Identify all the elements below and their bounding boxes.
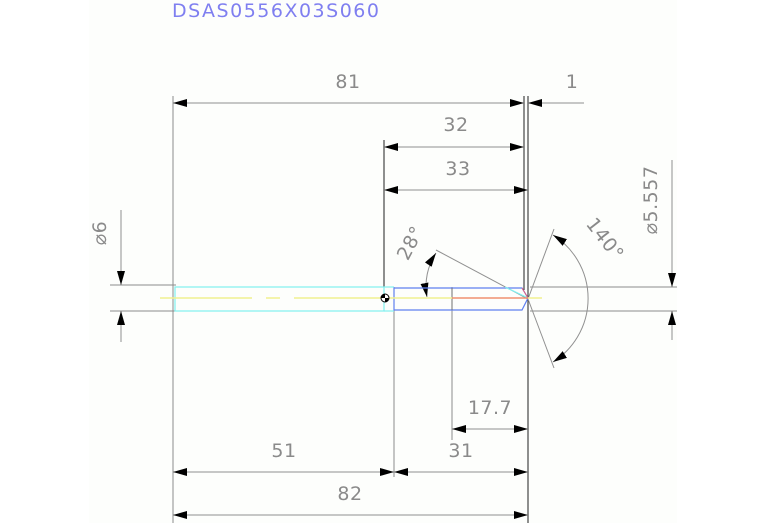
part-number-title: DSAS0556X03S060 bbox=[172, 0, 380, 22]
dimension-body-32: 32 bbox=[384, 114, 524, 151]
svg-text:⌀6: ⌀6 bbox=[89, 221, 111, 246]
dimension-shank-diameter: ⌀6 bbox=[89, 210, 125, 342]
svg-text:17.7: 17.7 bbox=[468, 397, 512, 419]
svg-text:81: 81 bbox=[335, 71, 360, 93]
dimension-body-31: 31 bbox=[394, 440, 528, 476]
dimension-flute-17-7: 17.7 bbox=[452, 397, 528, 433]
body-outline bbox=[393, 287, 529, 311]
gauge-point-icon bbox=[380, 293, 390, 303]
svg-text:51: 51 bbox=[271, 440, 296, 462]
dimension-point-angle: 140° bbox=[527, 214, 628, 369]
svg-text:140°: 140° bbox=[581, 214, 628, 265]
dimension-overall-81: 81 bbox=[173, 71, 524, 107]
svg-text:1: 1 bbox=[566, 71, 579, 93]
svg-text:32: 32 bbox=[443, 114, 468, 136]
dimension-tip-offset-1: 1 bbox=[528, 71, 584, 107]
svg-text:31: 31 bbox=[448, 440, 473, 462]
dimension-shank-51: 51 bbox=[173, 440, 394, 476]
dimension-drill-diameter: ⌀5.557 bbox=[640, 160, 676, 340]
svg-text:28°: 28° bbox=[393, 222, 429, 263]
drill-geometry bbox=[160, 286, 542, 312]
svg-text:33: 33 bbox=[445, 158, 470, 180]
svg-text:82: 82 bbox=[337, 483, 362, 505]
svg-text:⌀5.557: ⌀5.557 bbox=[640, 166, 662, 235]
dimension-overall-82: 82 bbox=[173, 483, 528, 519]
drawing-sheet bbox=[89, 0, 677, 523]
shank-outline bbox=[174, 286, 385, 312]
dimension-body-33: 33 bbox=[384, 158, 528, 194]
